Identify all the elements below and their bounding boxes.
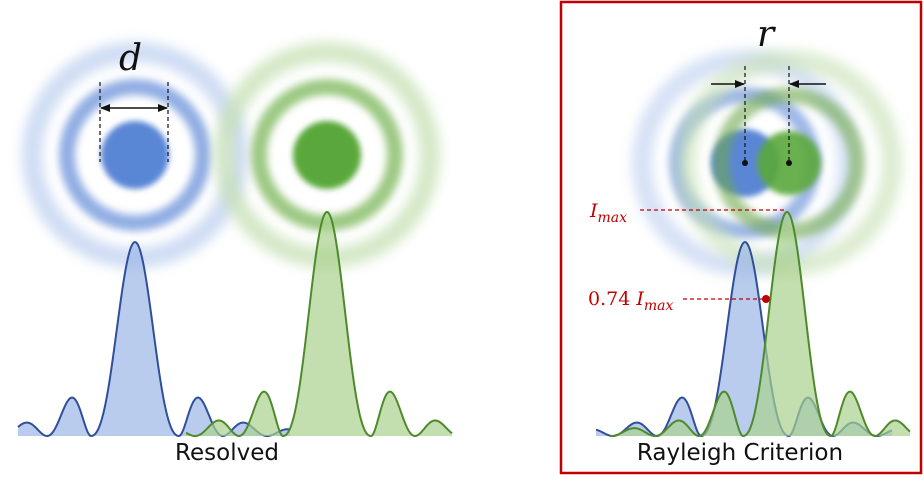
spot-diameter-label: d (119, 38, 143, 79)
separation-dimension (711, 66, 826, 166)
green-profile-right-fill (610, 212, 910, 436)
rayleigh-caption: Rayleigh Criterion (636, 440, 844, 466)
spot-diameter-dimension (99, 82, 169, 162)
intersection-leader (683, 295, 770, 303)
blue-profile-right-fill (596, 242, 892, 436)
rayleigh-panel-frame (559, 0, 923, 475)
imax-label: Imax (590, 200, 628, 226)
green-profile-right-curve (609, 210, 911, 438)
intersection-point (762, 295, 770, 303)
intensity-profiles-left (17, 210, 453, 438)
blue-profile-left-curve (17, 240, 291, 438)
resolved-caption: Resolved (175, 440, 279, 466)
green-profile-left-fill (186, 212, 452, 436)
intersection-label: 0.74 Imax (588, 288, 674, 314)
blue-center-dot (742, 160, 748, 166)
green-profile-left-curve (185, 210, 453, 438)
separation-label: r (757, 14, 775, 55)
intensity-profiles-right (595, 210, 911, 438)
blue-airy-pattern-left (22, 42, 248, 268)
green-center-dot (786, 160, 792, 166)
